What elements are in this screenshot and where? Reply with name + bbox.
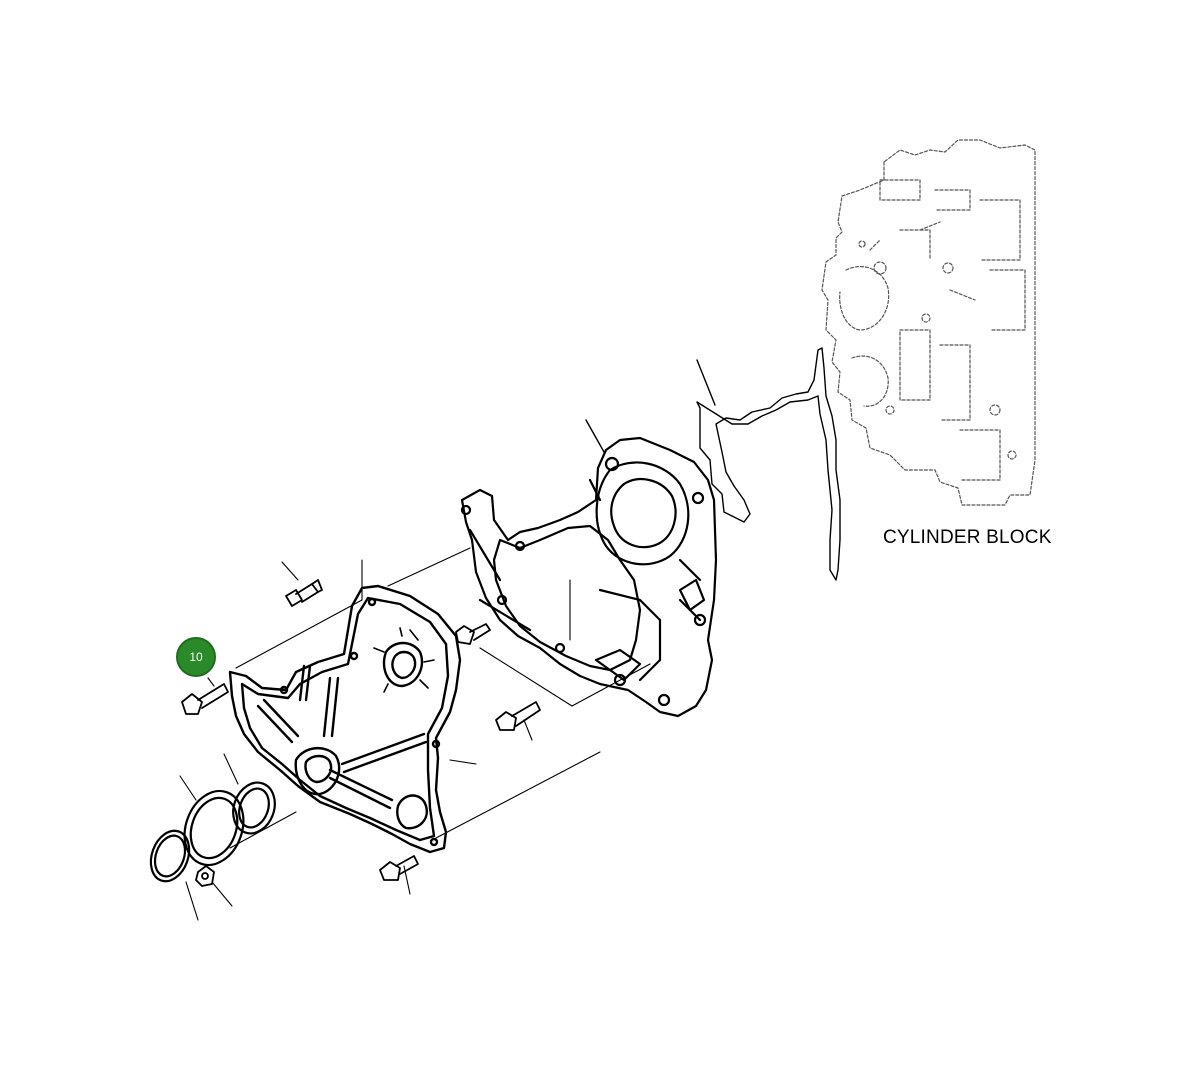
wear-sleeve bbox=[183, 789, 245, 867]
cylinder-block-outline bbox=[821, 139, 1036, 506]
rear-gasket bbox=[696, 347, 841, 581]
bolt-housing-lower bbox=[495, 701, 541, 731]
bolt-housing-top bbox=[455, 623, 491, 645]
bolt-cover-bottom bbox=[379, 855, 419, 881]
bolt-upper-left bbox=[285, 579, 323, 607]
front-timing-cover bbox=[228, 584, 462, 854]
timing-gear-housing bbox=[460, 419, 718, 718]
nut bbox=[195, 865, 215, 887]
part-callout-marker[interactable]: 10 bbox=[176, 637, 216, 677]
oil-seal-ring bbox=[232, 781, 276, 835]
callout-number: 10 bbox=[189, 650, 203, 664]
bolt-callout-10 bbox=[181, 683, 229, 715]
cylinder-block-label: CYLINDER BLOCK bbox=[883, 527, 1052, 548]
assembly-lines bbox=[179, 547, 651, 921]
gasket-ring bbox=[149, 829, 191, 883]
